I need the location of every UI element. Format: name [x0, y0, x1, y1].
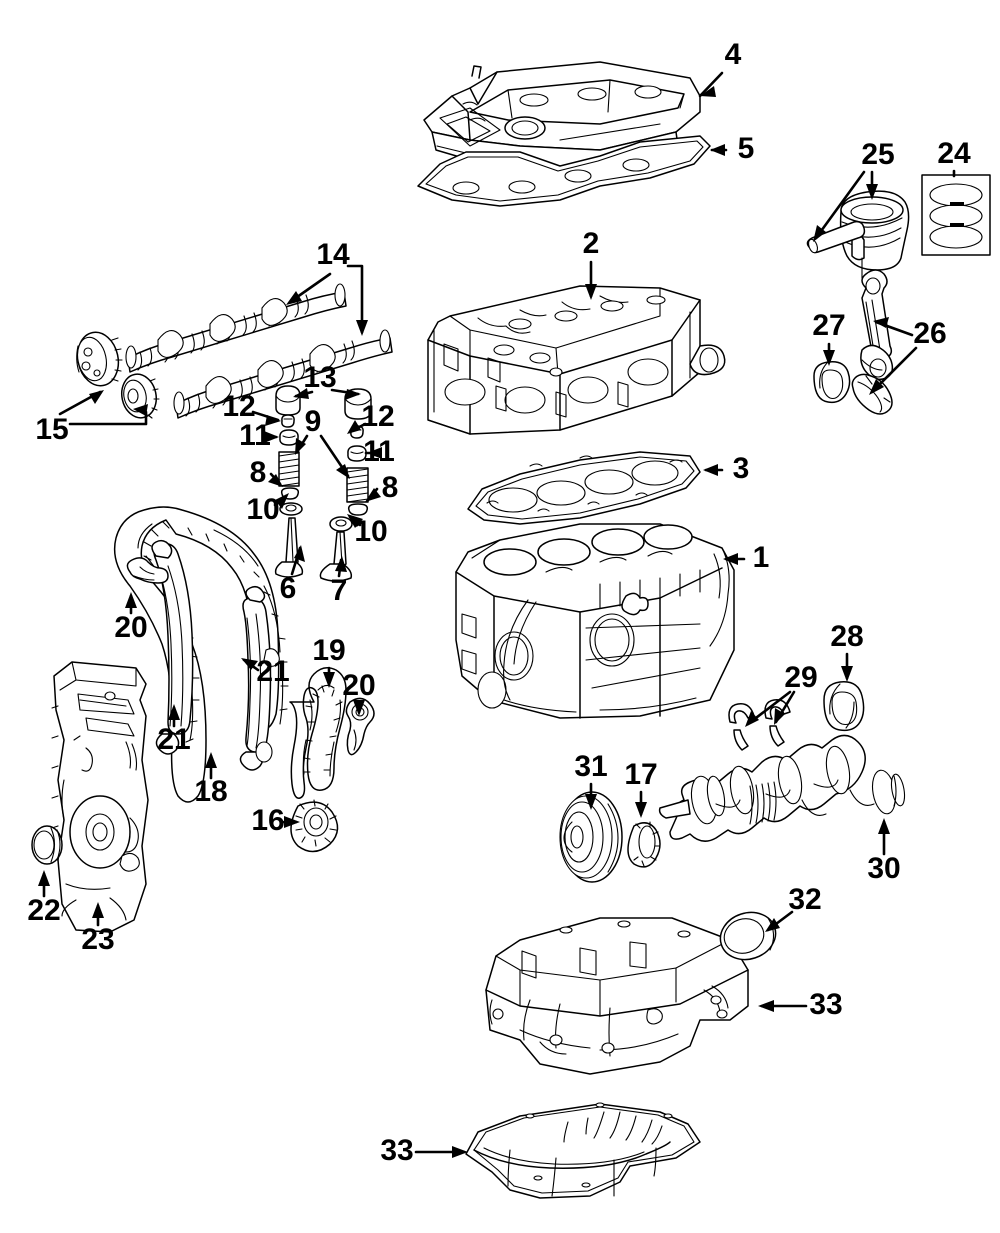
callout-8: 8 — [250, 456, 267, 489]
part-thrust-washer-pair — [728, 699, 791, 751]
part-valve-spring-left — [278, 451, 300, 487]
callout-28: 28 — [830, 620, 863, 653]
callout-33b: 33 — [380, 1134, 413, 1167]
part-cylinder-head-gasket — [467, 451, 701, 525]
part-spring-retainer-left — [279, 429, 299, 446]
callout-15: 15 — [35, 413, 68, 446]
part-connecting-rod — [860, 269, 894, 381]
part-valve-keeper-left — [281, 414, 295, 428]
part-piston-ring-set — [921, 174, 991, 256]
part-connecting-rod-cap — [851, 373, 893, 415]
part-valve-spring-seat-right — [347, 503, 369, 516]
part-oil-pump-chain — [289, 667, 347, 799]
callout-1: 1 — [753, 541, 770, 574]
callout-16: 16 — [251, 804, 284, 837]
part-oil-pan-lower — [465, 1102, 701, 1199]
leader-lines — [38, 71, 956, 1158]
callout-19: 19 — [312, 634, 345, 667]
part-camshaft-sprocket-1 — [76, 331, 123, 387]
part-intake-valve — [274, 517, 304, 578]
callout-7: 7 — [331, 574, 348, 607]
part-engine-block — [455, 523, 735, 719]
callout-5: 5 — [738, 132, 755, 165]
callout-32: 32 — [788, 883, 821, 916]
part-valve-spring-right — [346, 467, 369, 503]
callout-20: 20 — [114, 611, 147, 644]
callout-24: 24 — [937, 137, 971, 170]
callout-22: 22 — [27, 894, 60, 927]
callout-10b: 10 — [354, 515, 387, 548]
callout-25: 25 — [861, 138, 894, 171]
callout-2: 2 — [583, 227, 600, 260]
callout-8b: 8 — [382, 471, 399, 504]
callout-18: 18 — [194, 775, 227, 808]
callout-11: 11 — [239, 419, 271, 452]
part-valve-stem-seal-right — [329, 516, 353, 532]
part-main-bearing — [823, 681, 865, 732]
part-oil-pump-sprocket — [290, 799, 339, 853]
part-chain-tensioner — [126, 557, 169, 584]
callout-13: 13 — [303, 361, 336, 394]
part-valve-lifter-left — [275, 385, 301, 416]
callout-9: 9 — [305, 405, 322, 438]
callout-11b: 11 — [363, 435, 395, 468]
part-crankshaft-pulley — [559, 791, 623, 883]
part-chain-guide-short — [239, 585, 280, 771]
callout-33: 33 — [809, 988, 842, 1021]
part-timing-chain-cover — [51, 661, 149, 933]
part-exhaust-valve — [319, 531, 353, 582]
part-oil-pan-upper — [485, 917, 749, 1075]
part-crankshaft — [658, 734, 906, 842]
part-connecting-rod-bearing — [813, 360, 851, 404]
callout-6: 6 — [280, 572, 297, 605]
part-piston-pin — [806, 220, 866, 254]
part-valve-stem-seal-left — [279, 502, 303, 516]
part-camshaft-exhaust — [173, 329, 393, 419]
part-cylinder-head — [427, 285, 726, 435]
callout-27: 27 — [812, 309, 845, 342]
callout-12b: 12 — [361, 400, 394, 433]
part-camshaft-sprocket-2 — [121, 373, 160, 419]
callout-14: 14 — [316, 238, 350, 271]
callout-21: 21 — [256, 655, 289, 688]
callout-26: 26 — [913, 317, 946, 350]
callout-23: 23 — [81, 923, 114, 956]
callout-20b: 20 — [342, 669, 375, 702]
callout-17: 17 — [624, 758, 657, 791]
callout-30: 30 — [867, 852, 900, 885]
callout-21b: 21 — [157, 723, 190, 756]
callout-4: 4 — [725, 38, 742, 71]
callout-10: 10 — [246, 493, 279, 526]
callout-12: 12 — [222, 390, 255, 423]
callout-3: 3 — [733, 452, 750, 485]
part-camshaft-intake — [125, 283, 347, 373]
part-valve-cover-gasket — [417, 135, 711, 207]
callout-labels: 1 2 3 4 5 6 7 8 8 9 10 10 11 11 12 12 13… — [27, 38, 971, 1167]
callout-31: 31 — [574, 750, 607, 783]
part-crankshaft-timing-gear — [627, 821, 661, 868]
part-chain-guide-long — [151, 539, 194, 755]
part-front-crankshaft-seal — [31, 825, 63, 865]
callout-29: 29 — [784, 661, 817, 694]
